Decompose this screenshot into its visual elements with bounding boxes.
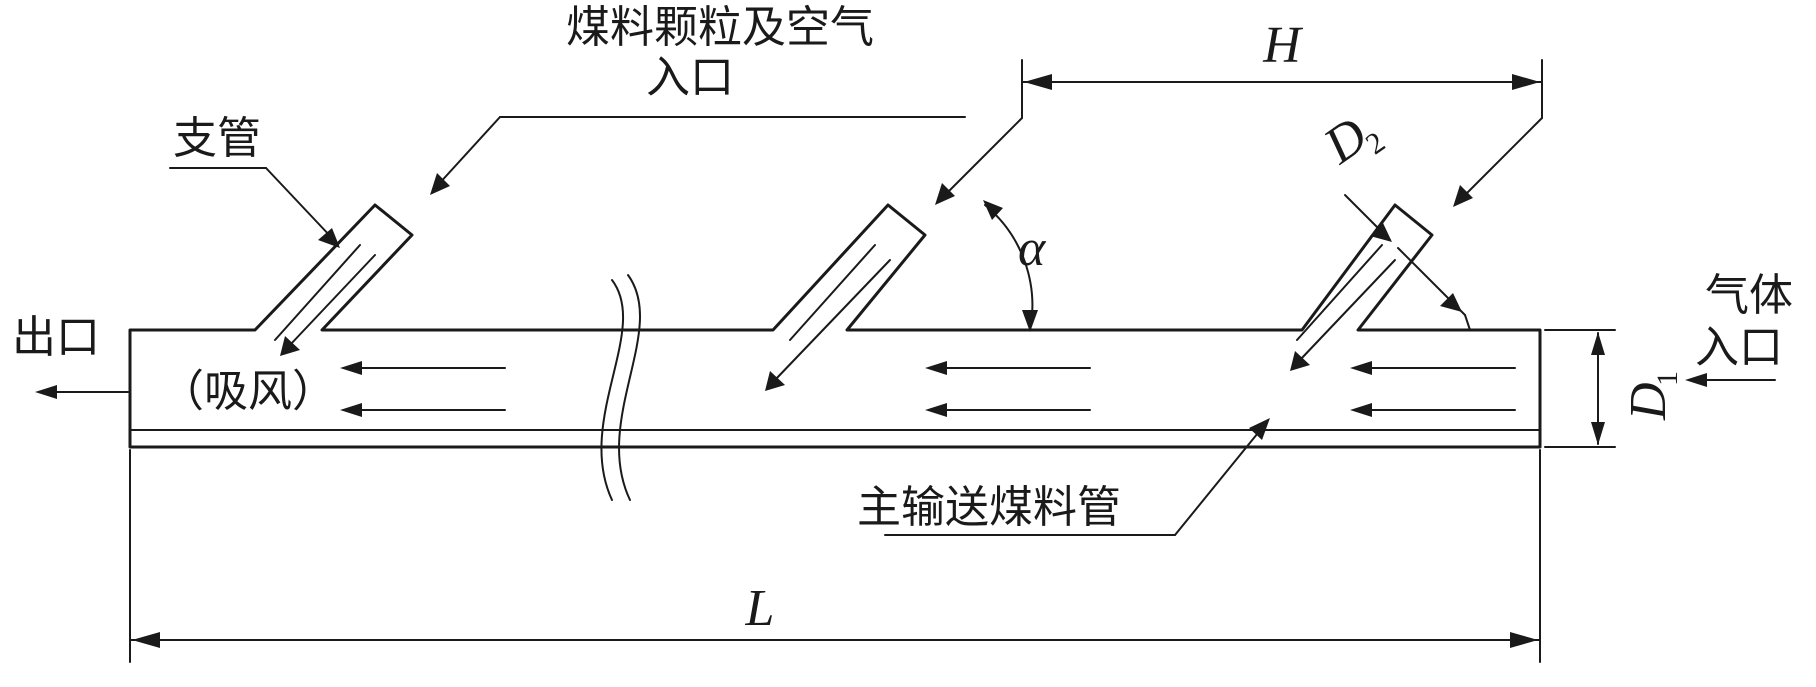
angle-alpha-label: α — [1018, 220, 1047, 277]
main-pipe-label: 主输送煤料管 — [857, 482, 1121, 533]
dim-H-label: H — [1262, 17, 1303, 74]
dimension-D2 — [1344, 194, 1471, 331]
branch-flow-arrows — [280, 254, 1396, 391]
main-pipe — [128, 203, 1542, 449]
suction-label: （吸风） — [160, 366, 336, 417]
angle-alpha — [924, 200, 1038, 332]
outlet-label: 出口 — [12, 312, 100, 363]
dim-D2-label: D 2 — [1313, 107, 1391, 176]
gas-inlet-label-line1: 气体 — [1705, 270, 1793, 321]
leader-coal-inlet — [430, 116, 966, 195]
dim-L-label: L — [745, 580, 775, 637]
dimension-D1 — [1544, 329, 1616, 448]
svg-text:1: 1 — [1651, 371, 1684, 386]
outlet-arrow — [35, 385, 129, 399]
svg-text:D: D — [1620, 382, 1677, 421]
main-flow-arrows — [340, 361, 1516, 417]
dimension-H — [935, 59, 1543, 207]
gas-inlet-label-line2: 入口 — [1695, 322, 1783, 373]
break-symbol — [600, 274, 641, 501]
dim-D1-label: D 1 — [1620, 371, 1684, 421]
gas-inlet-arrow — [1685, 373, 1776, 387]
branch-inner-lines — [274, 244, 1383, 341]
leader-main-pipe — [884, 418, 1270, 536]
branch-pipe-label: 支管 — [173, 113, 261, 164]
leader-branch-pipe — [169, 167, 340, 248]
coal-air-inlet-label-line2: 入口 — [646, 52, 734, 103]
dimension-L — [129, 449, 1541, 663]
coal-air-inlet-label-line1: 煤料颗粒及空气 — [566, 2, 874, 53]
